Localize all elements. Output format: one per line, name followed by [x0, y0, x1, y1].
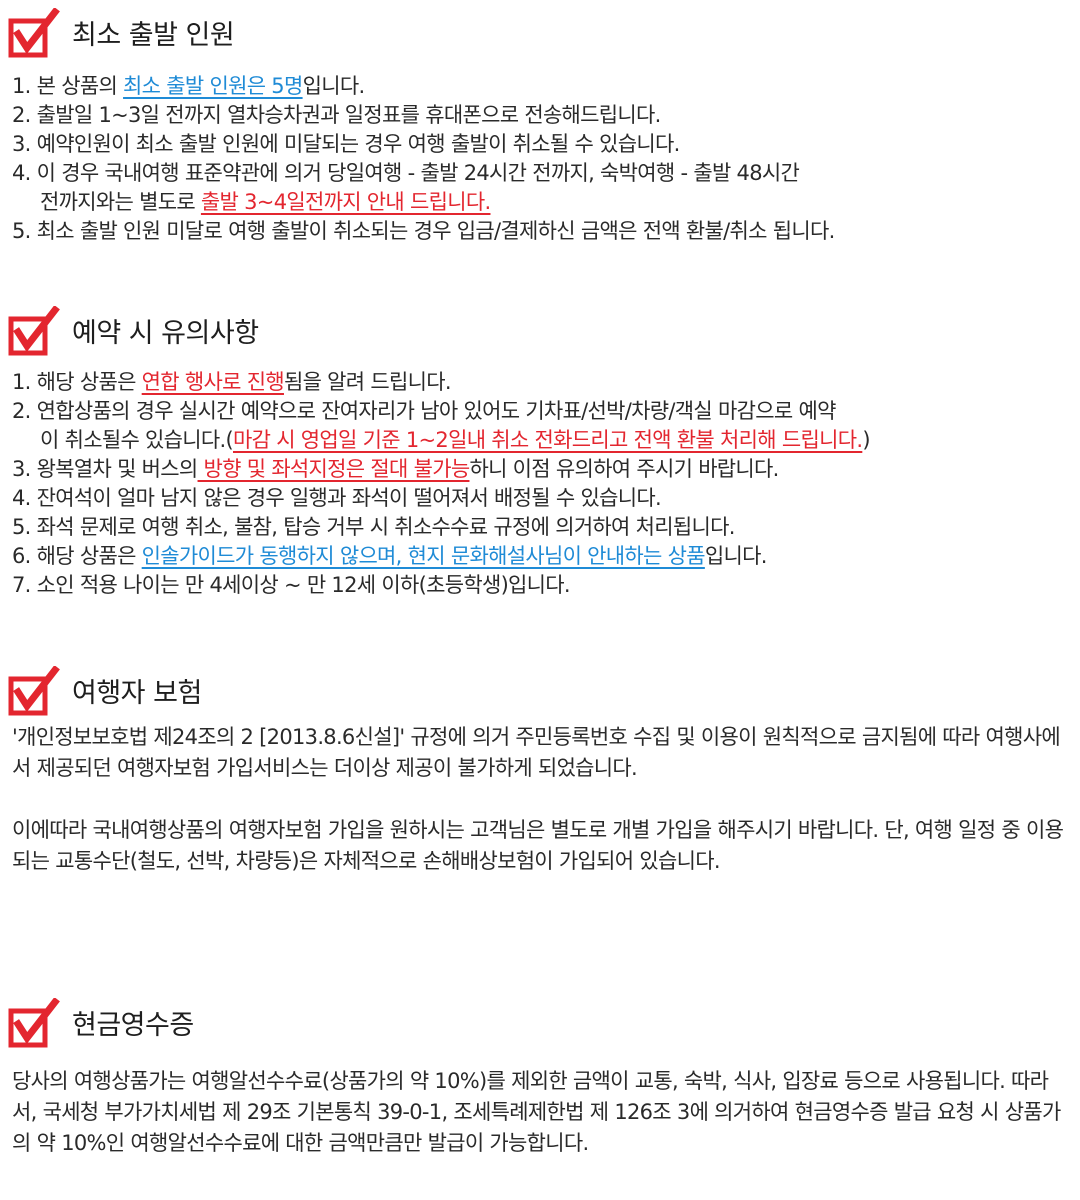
- highlight-text: 마감 시 영업일 기준 1~2일내 취소 전화드리고 전액 환불 처리해 드립니…: [233, 428, 863, 452]
- item-text: ): [862, 428, 870, 452]
- item-text: 5. 좌석 문제로 여행 취소, 불참, 탑승 거부 시 취소수수료 규정에 의…: [12, 515, 735, 539]
- item-text: 1. 해당 상품은: [12, 370, 142, 394]
- list-item: 2. 연합상품의 경우 실시간 예약으로 잔여자리가 남아 있어도 기차표/선박…: [0, 397, 1080, 455]
- paragraph: 당사의 여행상품가는 여행알선수수료(상품가의 약 10%)를 제외한 금액이 …: [12, 1069, 1061, 1155]
- list-item: 5. 좌석 문제로 여행 취소, 불참, 탑승 거부 시 취소수수료 규정에 의…: [0, 513, 1080, 542]
- item-text: 2. 출발일 1~3일 전까지 열차승차권과 일정표를 휴대폰으로 전송해드립니…: [12, 103, 661, 127]
- item-text: 1. 본 상품의: [12, 74, 124, 98]
- section-min-departure: 최소 출발 인원 1. 본 상품의 최소 출발 인원은 5명입니다.2. 출발일…: [0, 0, 1080, 246]
- section-body: 당사의 여행상품가는 여행알선수수료(상품가의 약 10%)를 제외한 금액이 …: [0, 1066, 1080, 1159]
- list-item: 3. 예약인원이 최소 출발 인원에 미달되는 경우 여행 출발이 취소될 수 …: [0, 130, 1080, 159]
- list-item: 4. 잔여석이 얼마 남지 않은 경우 일행과 좌석이 떨어져서 배정될 수 있…: [0, 484, 1080, 513]
- list-item: 2. 출발일 1~3일 전까지 열차승차권과 일정표를 휴대폰으로 전송해드립니…: [0, 101, 1080, 130]
- item-continuation: 이 취소될수 있습니다.(마감 시 영업일 기준 1~2일내 취소 전화드리고 …: [12, 426, 1080, 455]
- section-header: 현금영수증: [0, 990, 1080, 1052]
- checkbox-checked-icon: [8, 998, 60, 1048]
- notice-list: 1. 해당 상품은 연합 행사로 진행됨을 알려 드립니다.2. 연합상품의 경…: [0, 368, 1080, 600]
- list-item: 1. 해당 상품은 연합 행사로 진행됨을 알려 드립니다.: [0, 368, 1080, 397]
- list-item: 4. 이 경우 국내여행 표준약관에 의거 당일여행 - 출발 24시간 전까지…: [0, 159, 1080, 217]
- item-text: 5. 최소 출발 인원 미달로 여행 출발이 취소되는 경우 입금/결제하신 금…: [12, 219, 835, 243]
- paragraph: 이에따라 국내여행상품의 여행자보험 가입을 원하시는 고객님은 별도로 개별 …: [12, 818, 1064, 873]
- checkbox-checked-icon: [8, 8, 60, 58]
- list-item: 7. 소인 적용 나이는 만 4세이상 ~ 만 12세 이하(초등학생)입니다.: [0, 571, 1080, 600]
- section-body: '개인정보보호법 제24조의 2 [2013.8.6신설]' 규정에 의거 주민…: [0, 722, 1080, 877]
- item-text: 4. 잔여석이 얼마 남지 않은 경우 일행과 좌석이 떨어져서 배정될 수 있…: [12, 486, 662, 510]
- item-text: 7. 소인 적용 나이는 만 4세이상 ~ 만 12세 이하(초등학생)입니다.: [12, 573, 571, 597]
- item-text: 하니 이점 유의하여 주시기 바랍니다.: [469, 457, 779, 481]
- item-text: 입니다.: [704, 544, 768, 568]
- paragraph: '개인정보보호법 제24조의 2 [2013.8.6신설]' 규정에 의거 주민…: [12, 725, 1061, 780]
- checkbox-checked-icon: [8, 306, 60, 356]
- checkbox-checked-icon: [8, 666, 60, 716]
- section-travel-insurance: 여행자 보험 '개인정보보호법 제24조의 2 [2013.8.6신설]' 규정…: [0, 658, 1080, 877]
- item-text: 6. 해당 상품은: [12, 544, 142, 568]
- section-title: 예약 시 유의사항: [72, 318, 259, 349]
- highlight-text: 출발 3~4일전까지 안내 드립니다.: [200, 190, 491, 214]
- highlight-text: 인솔가이드가 동행하지 않으며, 현지 문화해설사님이 안내하는 상품: [141, 544, 706, 568]
- section-header: 여행자 보험: [0, 658, 1080, 720]
- list-item: 6. 해당 상품은 인솔가이드가 동행하지 않으며, 현지 문화해설사님이 안내…: [0, 542, 1080, 571]
- list-item: 1. 본 상품의 최소 출발 인원은 5명입니다.: [0, 72, 1080, 101]
- item-text: 2. 연합상품의 경우 실시간 예약으로 잔여자리가 남아 있어도 기차표/선박…: [12, 399, 836, 423]
- item-text: 3. 예약인원이 최소 출발 인원에 미달되는 경우 여행 출발이 취소될 수 …: [12, 132, 680, 156]
- section-header: 예약 시 유의사항: [0, 298, 1080, 360]
- section-title: 현금영수증: [72, 1010, 194, 1041]
- section-title: 여행자 보험: [72, 678, 202, 709]
- item-text: 전까지와는 별도로: [40, 190, 201, 214]
- highlight-text: 방향 및 좌석지정은 절대 불가능: [197, 457, 471, 481]
- item-text: 됨을 알려 드립니다.: [283, 370, 452, 394]
- section-reservation-notes: 예약 시 유의사항 1. 해당 상품은 연합 행사로 진행됨을 알려 드립니다.…: [0, 298, 1080, 600]
- list-item: 5. 최소 출발 인원 미달로 여행 출발이 취소되는 경우 입금/결제하신 금…: [0, 217, 1080, 246]
- section-cash-receipt: 현금영수증 당사의 여행상품가는 여행알선수수료(상품가의 약 10%)를 제외…: [0, 990, 1080, 1159]
- item-text: 4. 이 경우 국내여행 표준약관에 의거 당일여행 - 출발 24시간 전까지…: [12, 161, 800, 185]
- list-item: 3. 왕복열차 및 버스의 방향 및 좌석지정은 절대 불가능하니 이점 유의하…: [0, 455, 1080, 484]
- item-text: 입니다.: [302, 74, 366, 98]
- notice-list: 1. 본 상품의 최소 출발 인원은 5명입니다.2. 출발일 1~3일 전까지…: [0, 72, 1080, 246]
- item-text: 3. 왕복열차 및 버스의: [12, 457, 198, 481]
- highlight-text: 최소 출발 인원은 5명: [123, 74, 303, 98]
- item-continuation: 전까지와는 별도로 출발 3~4일전까지 안내 드립니다.: [12, 188, 1080, 217]
- section-header: 최소 출발 인원: [0, 0, 1080, 62]
- section-title: 최소 출발 인원: [72, 20, 235, 51]
- highlight-text: 연합 행사로 진행: [141, 370, 285, 394]
- item-text: 이 취소될수 있습니다.(: [40, 428, 234, 452]
